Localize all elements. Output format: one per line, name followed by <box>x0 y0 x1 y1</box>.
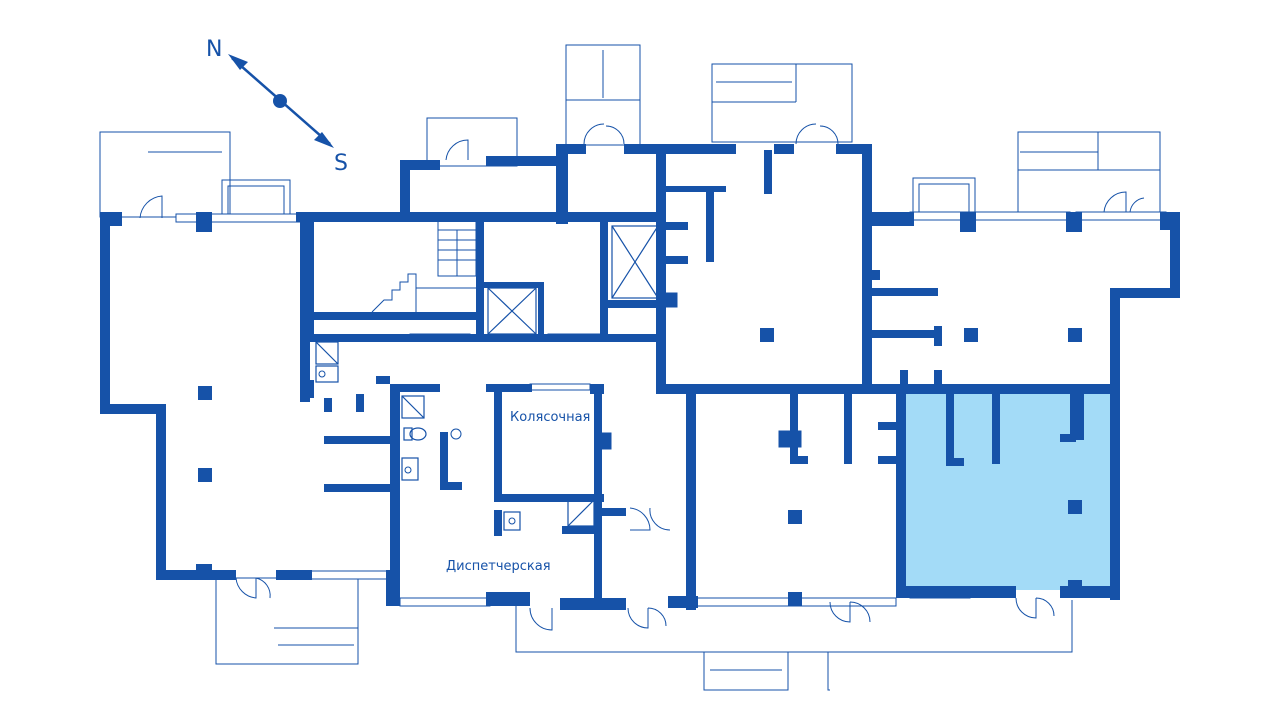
room-label-stroller: Колясочная <box>510 410 590 425</box>
compass-north-label: N <box>206 37 222 62</box>
compass-center-icon <box>273 94 287 108</box>
room-label-dispatch: Диспетчерская <box>446 559 551 574</box>
stairs <box>371 219 477 313</box>
shafts <box>487 225 659 335</box>
fixtures <box>315 341 595 531</box>
walls <box>100 144 1180 610</box>
compass-south-label: S <box>334 151 348 176</box>
terraces <box>99 44 1161 691</box>
compass: N S <box>206 37 348 176</box>
columns <box>198 328 1082 606</box>
doors <box>139 123 1145 631</box>
